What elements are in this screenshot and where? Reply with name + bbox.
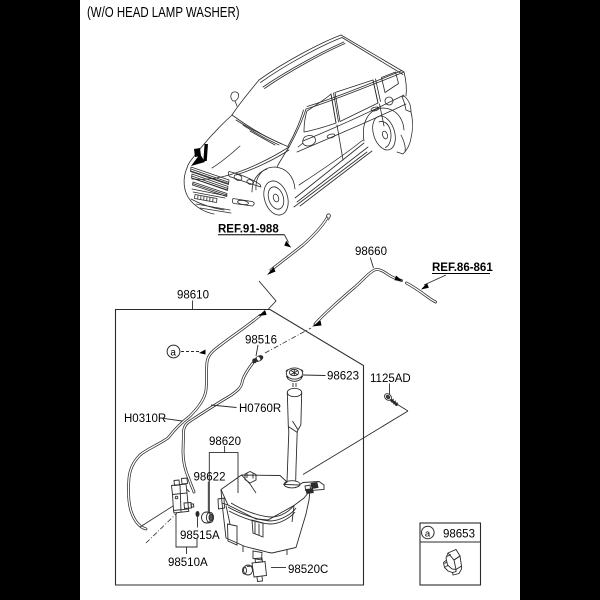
svg-text:REF.86-861: REF.86-861 bbox=[432, 262, 493, 274]
svg-text:98660: 98660 bbox=[355, 246, 387, 258]
svg-text:98623: 98623 bbox=[327, 371, 359, 383]
svg-text:a: a bbox=[170, 348, 176, 359]
svg-text:(W/O HEAD LAMP WASHER): (W/O HEAD LAMP WASHER) bbox=[87, 4, 240, 21]
svg-text:98510A: 98510A bbox=[168, 557, 208, 569]
svg-text:98520C: 98520C bbox=[288, 564, 328, 576]
svg-text:H0310R: H0310R bbox=[124, 413, 166, 425]
svg-text:98610: 98610 bbox=[177, 290, 209, 302]
svg-text:98653: 98653 bbox=[443, 529, 475, 541]
svg-text:H0760R: H0760R bbox=[239, 403, 281, 415]
svg-text:1125AD: 1125AD bbox=[370, 373, 411, 385]
svg-text:98516: 98516 bbox=[245, 335, 277, 347]
svg-text:98620: 98620 bbox=[209, 436, 241, 448]
svg-text:REF.91-988: REF.91-988 bbox=[218, 224, 279, 236]
svg-text:a: a bbox=[425, 529, 431, 540]
svg-text:98515A: 98515A bbox=[180, 530, 220, 542]
